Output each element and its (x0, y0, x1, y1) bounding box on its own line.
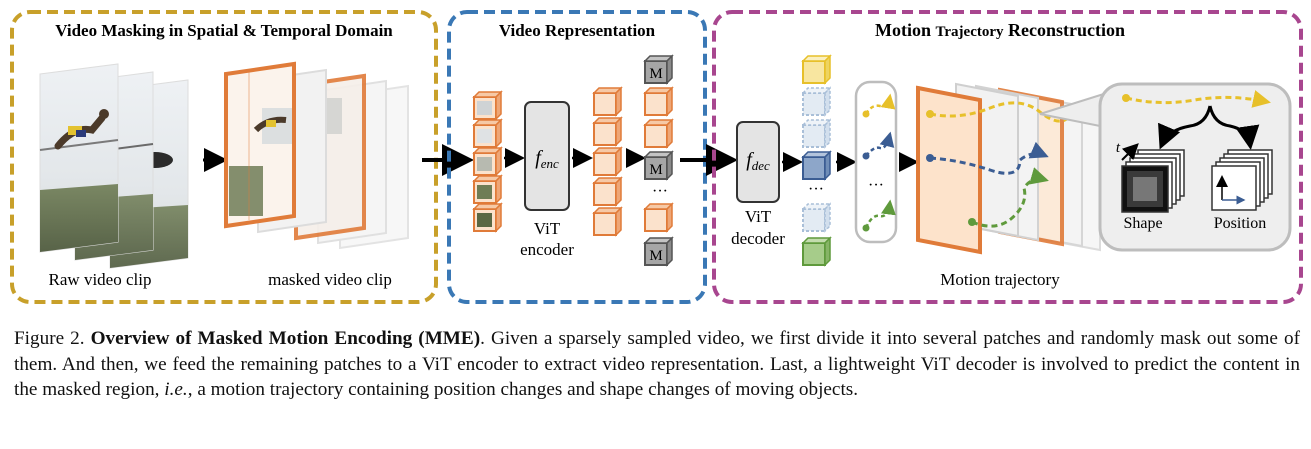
decoder-label-line1: ViT (745, 207, 772, 226)
masked-video-clip (224, 61, 409, 250)
encoder-box (524, 101, 570, 211)
position-stack (1211, 149, 1273, 211)
shape-label: Shape (1123, 215, 1162, 232)
encoder-symbol: f (535, 147, 543, 169)
title-part1: Motion (875, 20, 931, 40)
reconstruction-panel-border (712, 10, 1303, 304)
caption-bold-title: Overview of Masked Motion Encoding (MME) (90, 328, 481, 349)
decoder-symbol: f (746, 149, 754, 171)
decoded-token-column: ··· (801, 54, 832, 267)
encoder-function-label: fenc (535, 147, 559, 171)
time-label: t (1116, 140, 1121, 156)
raw-clip-label: Raw video clip (49, 270, 152, 289)
reconstruction-panel-title: Motion Trajectory Reconstruction (875, 20, 1125, 40)
masking-panel-title: Video Masking in Spatial & Temporal Doma… (55, 21, 393, 40)
encoder-subscript: enc (541, 156, 559, 171)
encoder-label-line2: encoder (520, 240, 574, 259)
trajectory-token-box: ··· (854, 80, 898, 244)
trajectory-frames (916, 82, 1101, 255)
masked-clip-label: masked video clip (268, 270, 392, 289)
full-token-column: M M ··· M (643, 54, 674, 267)
decoder-label-line2: decoder (731, 229, 785, 248)
trajectory-label: Motion trajectory (940, 270, 1060, 289)
svg-text:M: M (649, 66, 662, 82)
masking-panel-border (10, 10, 438, 304)
caption-text2: , a motion trajectory containing positio… (187, 379, 859, 400)
shape-stack (1121, 149, 1185, 213)
trajectory-ellipsis: ··· (868, 177, 884, 194)
input-patch-column (472, 90, 503, 233)
trajectory-zoom-callout: t Shape Position (1039, 82, 1292, 252)
time-axis-arrow (1121, 143, 1139, 161)
decoder-box (736, 121, 780, 203)
mask-token: M (643, 150, 674, 181)
svg-text:M: M (649, 248, 662, 264)
svg-text:M: M (649, 162, 662, 178)
decoded-ellipsis: ··· (808, 181, 824, 198)
caption-ie: i.e. (164, 379, 188, 400)
mask-token: M (643, 54, 674, 85)
position-label: Position (1214, 215, 1266, 232)
decoder-subscript: dec (752, 158, 770, 173)
decoder-function-label: fdec (746, 149, 770, 173)
encoder-label-line1: ViT (534, 219, 561, 238)
mask-token: M (643, 236, 674, 267)
caption-text1: . Given a sparsely sampled video, we fir… (14, 328, 1300, 400)
title-part2: Trajectory (936, 24, 1005, 40)
representation-panel-title: Video Representation (499, 21, 656, 40)
token-ellipsis: ··· (652, 183, 668, 200)
encoded-token-column (592, 86, 623, 237)
representation-panel-border (447, 10, 707, 304)
figure-caption: Figure 2. Overview of Masked Motion Enco… (14, 326, 1300, 403)
title-part3: Reconstruction (1008, 20, 1125, 40)
figure-label: Figure 2. (14, 328, 85, 349)
raw-video-clip (39, 63, 189, 269)
